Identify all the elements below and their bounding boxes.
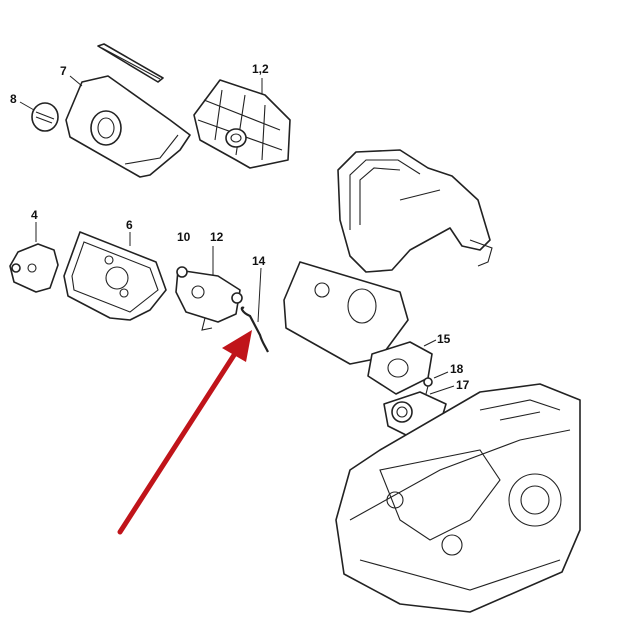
label-17: 17 (456, 378, 470, 392)
part-engine-housing (335, 383, 581, 613)
part-1-2-air-filter (193, 79, 291, 169)
part-10-12-carburetor (175, 266, 243, 331)
label-15: 15 (437, 332, 451, 346)
part-14-throttle-rod (240, 306, 269, 353)
label-14: 14 (252, 254, 266, 268)
part-7-shroud (65, 75, 191, 178)
label-8: 8 (10, 92, 17, 106)
label-10: 10 (177, 230, 191, 244)
part-15-flange (367, 341, 433, 395)
label-6: 6 (126, 218, 133, 232)
label-1-2: 1,2 (252, 62, 269, 76)
label-7: 7 (60, 64, 67, 78)
part-grille-strip (97, 43, 164, 83)
part-18-screw (423, 377, 433, 395)
label-12: 12 (210, 230, 224, 244)
part-6-filter-base (63, 231, 167, 321)
label-18: 18 (450, 362, 464, 376)
part-4-cover (9, 243, 59, 293)
part-handle-frame (283, 149, 493, 365)
highlight-arrow (117, 330, 252, 535)
label-4: 4 (31, 208, 38, 222)
part-8-cap (31, 102, 59, 132)
